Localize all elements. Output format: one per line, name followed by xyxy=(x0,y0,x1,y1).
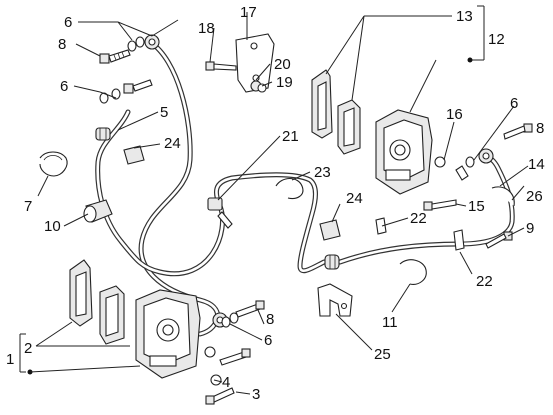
brake-hose-right xyxy=(337,153,515,265)
washer-6-bottom xyxy=(221,312,239,328)
callout-25: 25 xyxy=(374,346,391,363)
washer-6-right xyxy=(465,156,475,168)
callout-17: 17 xyxy=(240,4,257,21)
callout-1: 1 xyxy=(6,351,14,368)
callout-5: 5 xyxy=(160,104,168,121)
callout-19: 19 xyxy=(276,74,293,91)
brake-pad-13-a xyxy=(311,69,333,139)
bolt-pair-left xyxy=(99,79,153,104)
brake-pad-2-a xyxy=(69,259,93,327)
clamp-23 xyxy=(275,177,304,200)
bolt-3-b xyxy=(205,387,235,405)
callout-6: 6 xyxy=(264,332,272,349)
clamp-10 xyxy=(83,199,113,223)
callout-22: 22 xyxy=(410,210,427,227)
callout-8: 8 xyxy=(536,120,544,137)
hose-banjo-front-top xyxy=(144,34,160,50)
callout-9: 9 xyxy=(526,220,534,237)
callout-6: 6 xyxy=(510,95,518,112)
callout-21: 21 xyxy=(282,128,299,145)
bolt-8-top xyxy=(99,49,131,64)
callout-14: 14 xyxy=(528,156,545,173)
brake-pad-13-b xyxy=(337,99,361,155)
callout-6: 6 xyxy=(60,78,68,95)
callout-16: 16 xyxy=(446,106,463,123)
callout-23: 23 xyxy=(314,164,331,181)
hose-banjo-right xyxy=(478,148,494,164)
bracket-17 xyxy=(235,33,275,93)
caliper-12 xyxy=(375,109,433,195)
hose-grommet-mid xyxy=(324,254,340,270)
callout-8: 8 xyxy=(266,311,274,328)
hose-clip-22-a xyxy=(375,217,387,235)
callout-3: 3 xyxy=(252,386,260,403)
washer-6-top xyxy=(127,36,145,52)
callout-26: 26 xyxy=(526,188,543,205)
clamp-11 xyxy=(399,259,427,285)
washer-4 xyxy=(204,346,222,386)
clamp-7 xyxy=(39,151,68,177)
callout-24: 24 xyxy=(164,135,181,152)
callout-2: 2 xyxy=(24,340,32,357)
callout-24: 24 xyxy=(346,190,363,207)
hose-clip-22-b xyxy=(453,229,465,251)
bolt-15 xyxy=(423,199,457,211)
callout-labels: 6 8 6 18 17 20 19 5 24 21 23 13 12 6 16 … xyxy=(6,4,545,403)
bolt-3-a xyxy=(219,348,251,366)
callout-10: 10 xyxy=(44,218,61,235)
leader-lines xyxy=(19,5,529,395)
bolt-15-upper xyxy=(455,165,469,181)
callout-4: 4 xyxy=(222,374,230,391)
callout-18: 18 xyxy=(198,20,215,37)
bolt-18 xyxy=(205,61,237,71)
clip-24-b xyxy=(319,219,341,241)
callout-12: 12 xyxy=(488,31,505,48)
callout-22: 22 xyxy=(476,273,493,290)
bolt-8-right xyxy=(503,123,533,140)
callout-11: 11 xyxy=(382,314,398,331)
hose-fitting-5 xyxy=(95,127,111,141)
caliper-1 xyxy=(135,289,201,379)
callout-8: 8 xyxy=(58,36,66,53)
callout-15: 15 xyxy=(468,198,485,215)
callout-6: 6 xyxy=(64,14,72,31)
clip-24-a xyxy=(123,145,145,165)
hose-guide-21 xyxy=(207,197,233,229)
bracket-25 xyxy=(317,283,353,317)
washer-16 xyxy=(434,156,446,168)
brake-hose-front xyxy=(138,39,221,321)
nut-19-20 xyxy=(250,80,267,93)
callout-20: 20 xyxy=(274,56,291,73)
callout-13: 13 xyxy=(456,8,473,25)
brake-pad-2-b xyxy=(99,285,125,345)
clip-26 xyxy=(491,186,515,207)
callout-7: 7 xyxy=(24,198,32,215)
